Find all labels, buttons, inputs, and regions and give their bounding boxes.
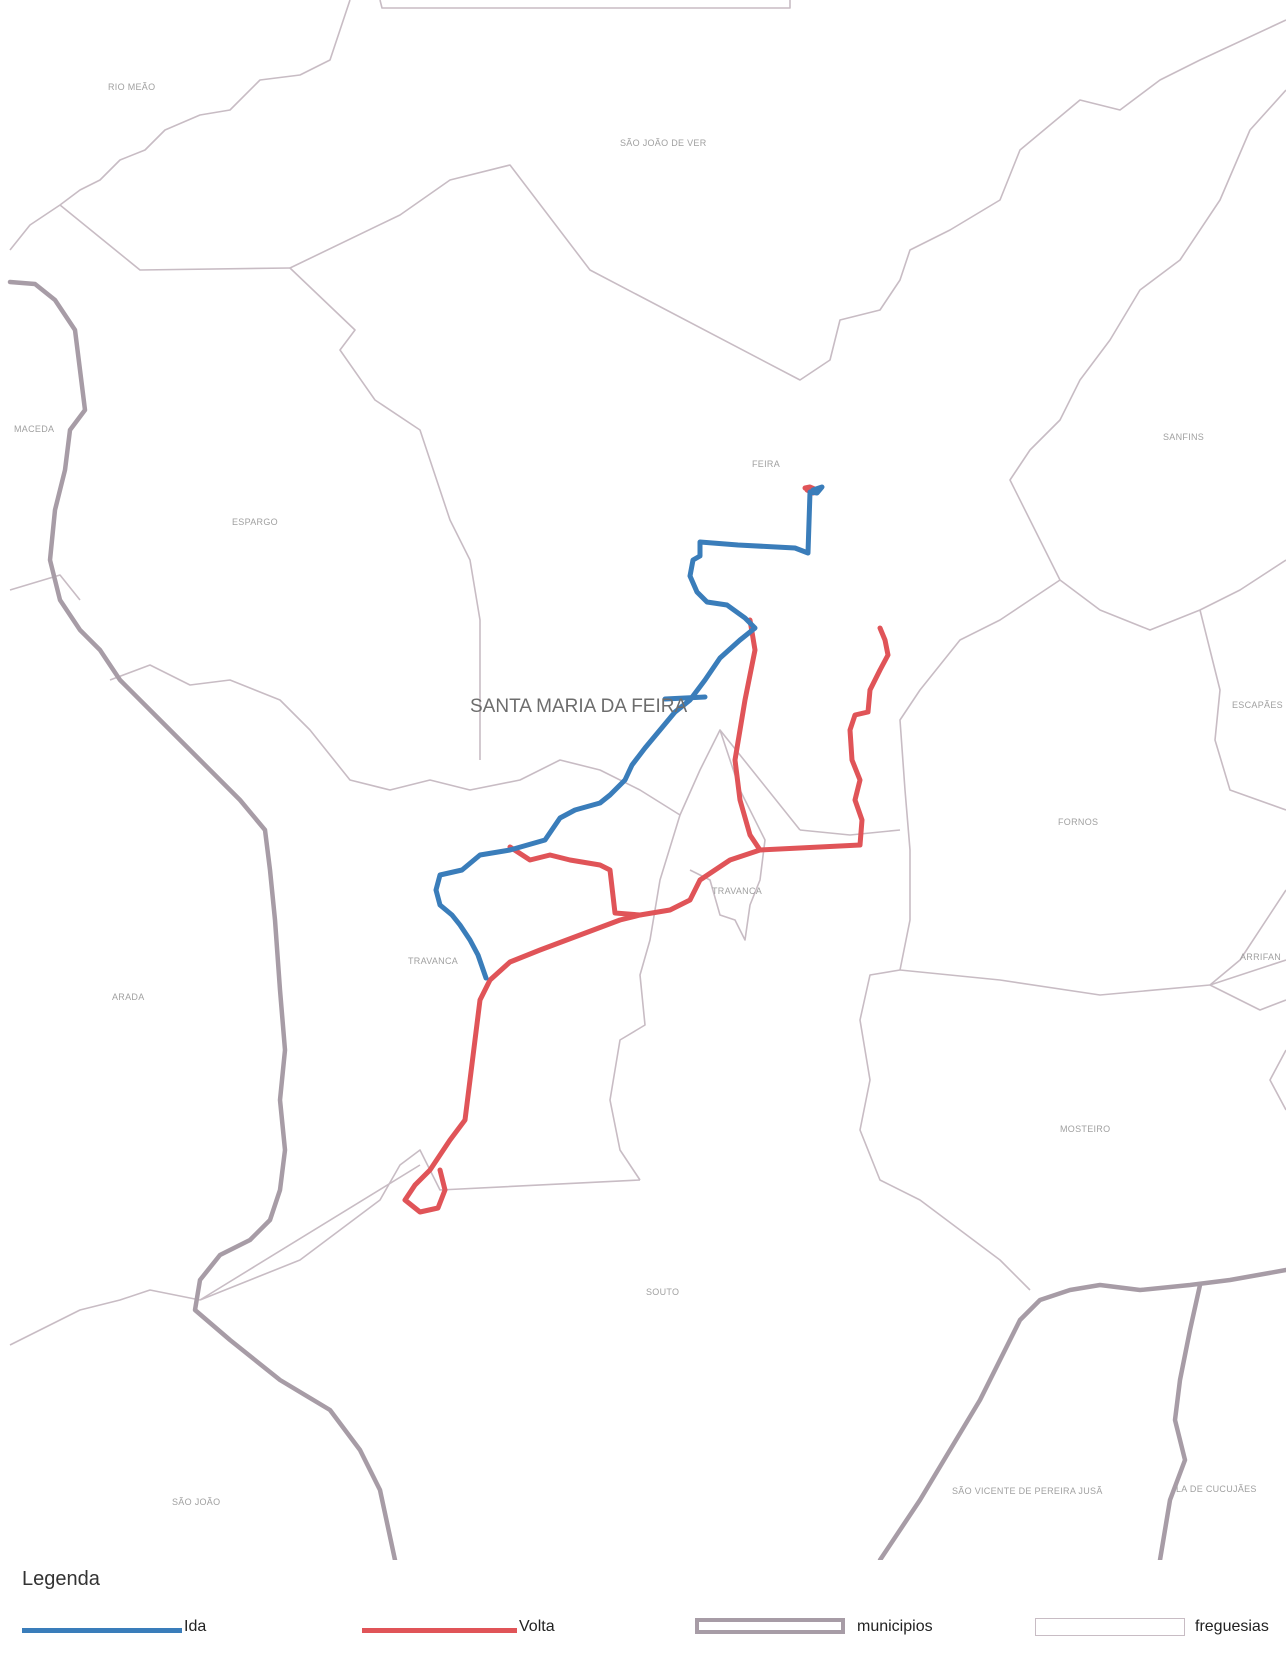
- route-volta: [402, 484, 891, 1215]
- legend-item-ida: Ida: [22, 1618, 282, 1642]
- label-sanfins: SANFINS: [1163, 432, 1204, 442]
- label-sao-joao-de-ver: SÃO JOÃO DE VER: [620, 138, 707, 148]
- legend-item-municipios: municipios: [695, 1618, 955, 1642]
- legend-label-municipios: municipios: [857, 1618, 933, 1635]
- legend-item-freguesias: freguesias: [1035, 1618, 1285, 1642]
- legend-label-volta: Volta: [519, 1618, 555, 1635]
- label-fornos: FORNOS: [1058, 817, 1098, 827]
- label-escapaes: ESCAPÃES: [1232, 700, 1283, 710]
- legend-swatch-ida: [22, 1628, 182, 1633]
- legend-swatch-volta: [362, 1628, 517, 1633]
- label-cucujaes: LA DE CUCUJÃES: [1176, 1484, 1257, 1494]
- label-arrifana: ARRIFAN: [1240, 952, 1281, 962]
- route-map: RIO MEÃO SÃO JOÃO DE VER MACEDA ESPARGO …: [7, 0, 1286, 1560]
- label-mosteiro: MOSTEIRO: [1060, 1124, 1110, 1134]
- label-sao-vicente: SÃO VICENTE DE PEREIRA JUSÃ: [952, 1486, 1103, 1496]
- label-travanca: TRAVANCA: [408, 956, 458, 966]
- label-sao-joao: SÃO JOÃO: [172, 1497, 220, 1507]
- route-ida: [433, 484, 825, 981]
- legend-title: Legenda: [22, 1568, 100, 1590]
- label-espargo: ESPARGO: [232, 517, 278, 527]
- legend: Legenda Ida Volta municipios freguesias: [0, 1560, 1286, 1655]
- label-maceda: MACEDA: [14, 424, 54, 434]
- label-feira: FEIRA: [752, 459, 780, 469]
- legend-swatch-municipios: [695, 1618, 845, 1634]
- label-rio-meao: RIO MEÃO: [108, 82, 155, 92]
- parish-boundaries: [9, 0, 1286, 1346]
- legend-swatch-freguesias: [1035, 1618, 1185, 1636]
- municipality-boundaries: [7, 279, 1286, 1560]
- legend-label-ida: Ida: [184, 1618, 207, 1635]
- legend-label-freguesias: freguesias: [1195, 1618, 1269, 1635]
- legend-item-volta: Volta: [362, 1618, 622, 1642]
- label-souto: SOUTO: [646, 1287, 679, 1297]
- parish-labels: RIO MEÃO SÃO JOÃO DE VER MACEDA ESPARGO …: [14, 82, 1283, 1507]
- label-travanca-small: TRAVANCA: [712, 886, 762, 896]
- label-arada: ARADA: [112, 992, 145, 1002]
- municipality-title: SANTA MARIA DA FEIRA: [470, 696, 687, 717]
